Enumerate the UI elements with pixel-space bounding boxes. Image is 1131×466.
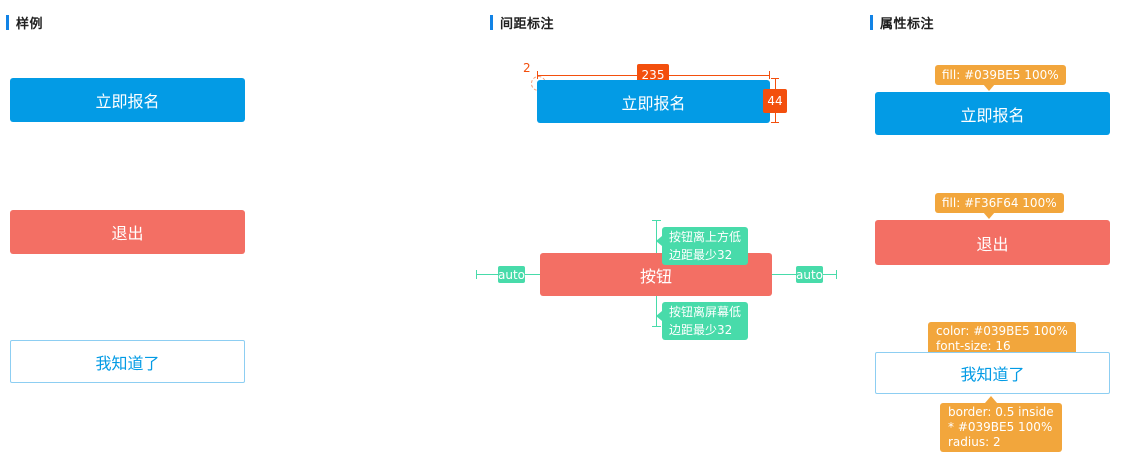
note-line: 按钮离上方低 xyxy=(669,230,742,244)
section-header-attributes: 属性标注 xyxy=(870,13,934,32)
corner-radius-label: 2 xyxy=(523,61,531,75)
measure-tick xyxy=(537,71,538,79)
measure-tick xyxy=(771,78,779,79)
height-value-badge: 44 xyxy=(763,89,787,113)
section-header-spacing: 间距标注 xyxy=(490,13,554,32)
measure-tick xyxy=(771,122,779,123)
spacing-primary-button[interactable]: 立即报名 xyxy=(537,80,770,123)
note-line: * #039BE5 100% xyxy=(948,420,1053,434)
header-accent-bar xyxy=(490,15,493,30)
teal-tick xyxy=(476,270,477,279)
attr-ghost-button[interactable]: 我知道了 xyxy=(875,352,1110,394)
teal-tick xyxy=(652,326,661,327)
attr-danger-button[interactable]: 退出 xyxy=(875,220,1110,265)
header-accent-bar xyxy=(870,15,873,30)
note-line: 边距最少32 xyxy=(669,323,733,337)
bottom-spacing-note: 按钮离屏幕低 边距最少32 xyxy=(656,302,749,340)
note-line: border: 0.5 inside xyxy=(948,405,1054,419)
note-line: font-size: 16 xyxy=(936,339,1011,353)
note-pointer-down xyxy=(983,212,995,219)
note-pointer-up xyxy=(985,396,997,403)
auto-margin-badge-left: auto xyxy=(498,266,526,283)
note-line: 按钮离屏幕低 xyxy=(669,305,742,319)
note-line: radius: 2 xyxy=(948,435,1001,449)
note-pointer-down xyxy=(983,84,995,91)
auto-margin-badge-right: auto xyxy=(796,266,824,283)
sample-ghost-button[interactable]: 我知道了 xyxy=(10,340,245,383)
note-line: color: #039BE5 100% xyxy=(936,324,1068,338)
section-title: 样例 xyxy=(16,17,44,32)
sample-danger-button[interactable]: 退出 xyxy=(10,210,245,254)
border-style-note: border: 0.5 inside * #039BE5 100% radius… xyxy=(940,403,1062,452)
header-accent-bar xyxy=(6,15,9,30)
measure-tick xyxy=(769,71,770,79)
fill-note-danger: fill: #F36F64 100% xyxy=(935,193,1064,213)
note-pointer-left xyxy=(656,311,662,321)
top-spacing-note: 按钮离上方低 边距最少32 xyxy=(656,227,749,265)
attr-primary-button[interactable]: 立即报名 xyxy=(875,92,1110,135)
section-title: 间距标注 xyxy=(500,17,555,32)
teal-tick xyxy=(652,220,661,221)
teal-tick xyxy=(836,270,837,279)
fill-note-primary: fill: #039BE5 100% xyxy=(935,65,1066,85)
sample-primary-button[interactable]: 立即报名 xyxy=(10,78,245,122)
section-title: 属性标注 xyxy=(880,17,935,32)
note-pointer-left xyxy=(656,236,662,246)
section-header-sample: 样例 xyxy=(6,13,43,32)
note-line: 边距最少32 xyxy=(669,248,733,262)
text-style-note: color: #039BE5 100% font-size: 16 xyxy=(928,322,1076,356)
